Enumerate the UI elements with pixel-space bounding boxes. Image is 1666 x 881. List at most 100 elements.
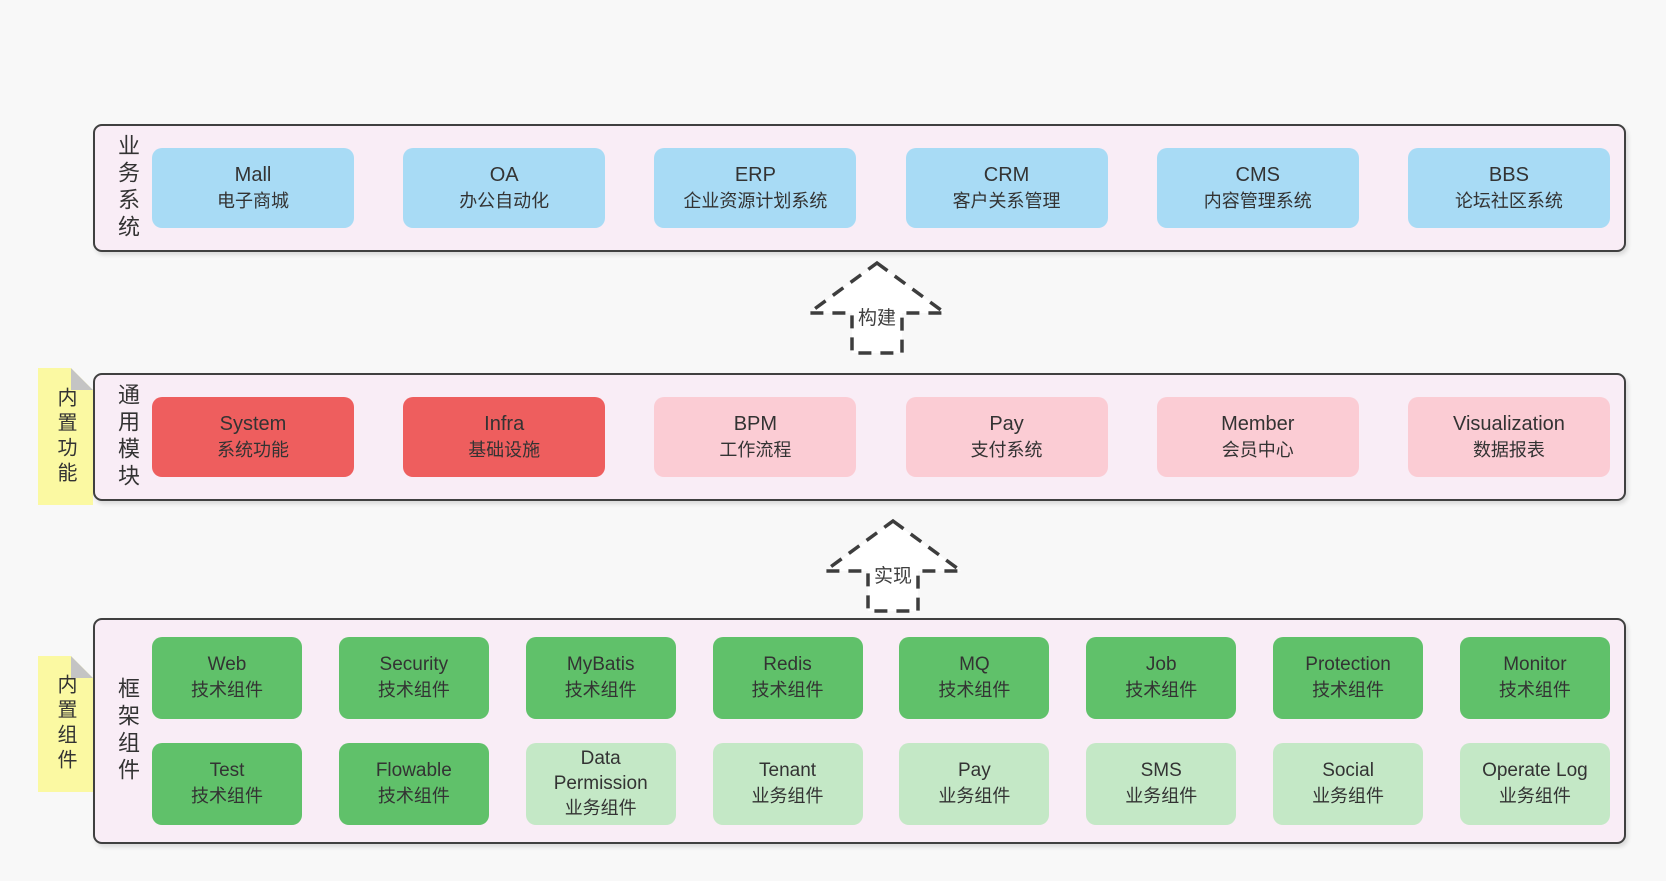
module-box-name: SMS <box>1140 760 1182 782</box>
module-box-name: Mall <box>234 164 272 187</box>
module-box-desc: 业务组件 <box>1498 786 1571 807</box>
sticky-note-builtin-functions: 内置功能 <box>38 368 93 505</box>
module-box-desc: 企业资源计划系统 <box>683 191 828 212</box>
module-box-name: Flowable <box>375 760 452 782</box>
module-box-web: Web 技术组件 <box>152 637 302 719</box>
module-box-operate-log: Operate Log 业务组件 <box>1459 743 1610 825</box>
module-box-desc: 技术组件 <box>564 680 637 701</box>
module-box-desc: 技术组件 <box>1498 680 1571 701</box>
module-box-name: Test <box>209 760 245 782</box>
module-box-system: System 系统功能 <box>152 397 354 477</box>
layer-label-framework-components: 框架组件 <box>115 677 140 785</box>
module-box-name: OA <box>489 164 519 187</box>
module-box-desc: 数据报表 <box>1472 440 1545 461</box>
module-box-desc: 内容管理系统 <box>1203 191 1312 212</box>
module-box-flowable: Flowable 技术组件 <box>338 743 489 825</box>
layer-label-common-modules: 通用模块 <box>115 383 140 491</box>
module-box-mq: MQ 技术组件 <box>899 637 1050 719</box>
module-box-name: CRM <box>983 164 1030 187</box>
module-box-desc: 论坛社区系统 <box>1454 191 1563 212</box>
module-box-pay: Pay 业务组件 <box>899 743 1050 825</box>
module-box-desc: 电子商城 <box>217 191 289 212</box>
module-box-desc: 业务组件 <box>1125 786 1198 807</box>
business-systems-box-row: Mall 电子商城 OA 办公自动化 ERP 企业资源计划系统 CRM 客户关系管理 CMS 内容… <box>152 126 1610 250</box>
module-box-desc: 技术组件 <box>938 680 1011 701</box>
module-box-name: Pay <box>989 413 1024 436</box>
module-box-desc: 技术组件 <box>1312 680 1385 701</box>
module-box-name: Member <box>1221 413 1295 436</box>
module-box-name: BPM <box>733 413 778 436</box>
module-box-cms: CMS 内容管理系统 <box>1156 148 1359 228</box>
module-box-name: Pay <box>958 760 991 782</box>
module-box-name: Visualization <box>1452 413 1565 436</box>
module-box-security: Security 技术组件 <box>338 637 489 719</box>
module-box-name: Monitor <box>1503 654 1567 676</box>
module-box-desc: 系统功能 <box>217 440 289 461</box>
module-box-desc: 技术组件 <box>191 786 263 807</box>
module-box-erp: ERP 企业资源计划系统 <box>654 148 857 228</box>
module-box-name: CMS <box>1235 164 1280 187</box>
module-box-name: Security <box>379 654 449 676</box>
module-box-name: Job <box>1145 654 1177 676</box>
module-box-mybatis: MyBatis 技术组件 <box>525 637 676 719</box>
module-box-social: Social 业务组件 <box>1273 743 1424 825</box>
module-box-desc: 工作流程 <box>719 440 792 461</box>
arrow-build: 构建 <box>806 260 948 356</box>
module-box-redis: Redis 技术组件 <box>712 637 863 719</box>
module-box-desc: 技术组件 <box>751 680 824 701</box>
module-box-name: Web <box>207 654 247 676</box>
module-box-protection: Protection 技术组件 <box>1273 637 1424 719</box>
module-box-test: Test 技术组件 <box>152 743 302 825</box>
module-box-name: System <box>219 413 287 436</box>
sticky-note-text: 内置功能 <box>54 386 76 487</box>
module-box-name: Tenant <box>759 760 817 782</box>
module-box-monitor: Monitor 技术组件 <box>1459 637 1610 719</box>
module-box-tenant: Tenant 业务组件 <box>712 743 863 825</box>
module-box-name: Protection <box>1305 654 1391 676</box>
module-box-desc: 业务组件 <box>938 786 1011 807</box>
layer-common-modules: 通用模块 System 系统功能 Infra 基础设施 BPM 工作流程 Pay 支付系统 Me… <box>93 373 1626 501</box>
module-box-name: Operate Log <box>1482 760 1588 782</box>
module-box-desc: 支付系统 <box>970 440 1043 461</box>
module-box-infra: Infra 基础设施 <box>403 397 606 477</box>
module-box-name: Social <box>1322 760 1374 782</box>
module-box-desc: 技术组件 <box>191 680 263 701</box>
module-box-visualization: Visualization 数据报表 <box>1407 397 1610 477</box>
module-box-oa: OA 办公自动化 <box>403 148 606 228</box>
module-box-sms: SMS 业务组件 <box>1086 743 1237 825</box>
sticky-note-text: 内置组件 <box>54 674 76 774</box>
layer-label-business-systems: 业务系统 <box>115 134 140 242</box>
module-box-desc: 业务组件 <box>751 786 824 807</box>
module-box-name: Data Permission <box>553 748 648 794</box>
arrow-build-label: 构建 <box>853 303 901 330</box>
module-box-desc: 基础设施 <box>468 440 541 461</box>
arrow-implement: 实现 <box>822 518 964 614</box>
module-box-desc: 办公自动化 <box>459 191 550 212</box>
module-box-desc: 业务组件 <box>564 798 637 819</box>
module-box-desc: 业务组件 <box>1312 786 1385 807</box>
layer-business-systems: 业务系统 Mall 电子商城 OA 办公自动化 ERP 企业资源计划系统 CRM 客户关系管理… <box>93 124 1626 252</box>
module-box-pay: Pay 支付系统 <box>905 397 1108 477</box>
module-box-mall: Mall 电子商城 <box>152 148 354 228</box>
module-box-name: Infra <box>484 413 525 436</box>
sticky-note-builtin-components: 内置组件 <box>38 656 93 792</box>
module-box-bbs: BBS 论坛社区系统 <box>1407 148 1610 228</box>
module-box-name: BBS <box>1488 164 1529 187</box>
module-box-desc: 客户关系管理 <box>952 191 1061 212</box>
module-box-name: Redis <box>763 654 812 676</box>
module-box-desc: 技术组件 <box>377 786 450 807</box>
module-box-desc: 技术组件 <box>377 680 450 701</box>
module-box-name: MyBatis <box>566 654 635 676</box>
module-box-bpm: BPM 工作流程 <box>654 397 857 477</box>
arrow-implement-label: 实现 <box>869 561 917 588</box>
module-box-name: ERP <box>734 164 776 187</box>
module-box-name: MQ <box>959 654 990 676</box>
module-box-crm: CRM 客户关系管理 <box>905 148 1108 228</box>
